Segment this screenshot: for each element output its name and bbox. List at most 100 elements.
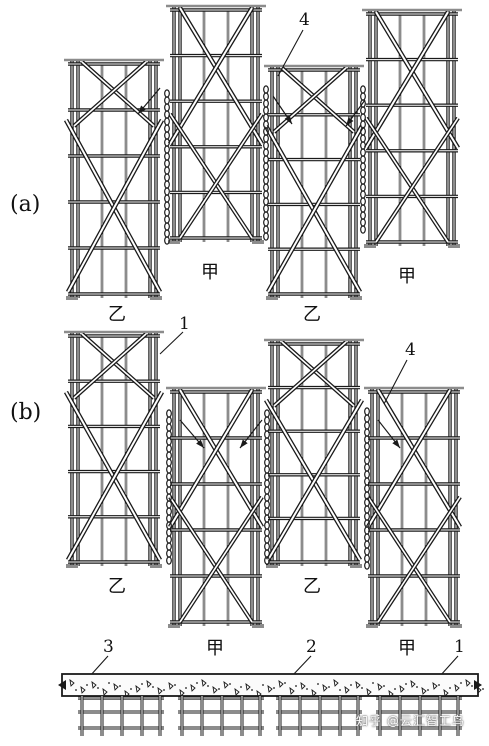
- aggregate-mark: [179, 688, 185, 697]
- chain-a1-link: [164, 166, 170, 175]
- chain-a3-link: [360, 176, 366, 185]
- chain-b1-link: [166, 430, 172, 439]
- watermark: 知乎 @云汇智工鸟: [356, 714, 465, 728]
- aggregate-dot: [196, 682, 198, 684]
- row-label-b: (b): [10, 400, 42, 425]
- chain-a3-link: [360, 92, 366, 101]
- chain-a3-link: [360, 218, 366, 227]
- chain-b2-link: [264, 528, 270, 537]
- chain-a1-link: [164, 187, 170, 196]
- chain-a3-link: [360, 183, 366, 192]
- chain-b1-link: [166, 542, 172, 551]
- chain-b2-link: [264, 542, 270, 551]
- aggregate-dot: [416, 686, 418, 688]
- beam-section: [58, 673, 484, 736]
- chain-a1-link: [164, 159, 170, 168]
- arrow-a2-head: [284, 115, 292, 124]
- chain-a1-link: [164, 173, 170, 182]
- aggregate-dot: [361, 687, 363, 689]
- chain-b1-link: [166, 423, 172, 432]
- aggregate-dot: [438, 684, 440, 686]
- aggregate-mark: [421, 686, 427, 695]
- frame-b3-brace-3-core: [281, 341, 355, 407]
- chain-b2-link: [264, 486, 270, 495]
- chain-b1-link: [166, 549, 172, 558]
- chain-b1-link: [166, 486, 172, 495]
- chain-b3-link: [364, 463, 370, 472]
- aggregate-mark: [454, 683, 460, 692]
- aggregate-dot: [185, 687, 187, 689]
- aggregate-mark: [113, 682, 119, 691]
- chain-b1-link: [166, 409, 172, 418]
- aggregate-mark: [91, 680, 97, 689]
- chain-b2-link: [264, 465, 270, 474]
- chain-a1-link: [164, 194, 170, 203]
- aggregate-mark: [355, 680, 361, 689]
- aggregate-mark: [201, 678, 207, 687]
- aggregate-dot: [383, 685, 385, 687]
- chains-layer: [164, 85, 370, 570]
- chain-b3-link: [364, 512, 370, 521]
- chain-b3-link: [364, 414, 370, 423]
- frame-label-b1: 乙: [108, 576, 126, 597]
- aggregate-dot: [460, 682, 462, 684]
- chain-a2-link: [263, 183, 269, 192]
- frame-b4-brace-2-core: [367, 389, 451, 528]
- chain-a2-link: [263, 169, 269, 178]
- chain-b1-link: [166, 437, 172, 446]
- frame-b2-brace-4-core: [179, 496, 263, 623]
- frame-a1-brace-2-core: [67, 119, 163, 293]
- chain-a2-link: [263, 106, 269, 115]
- chain-a2-link: [263, 197, 269, 206]
- chain-b3-link: [364, 449, 370, 458]
- frame-a4-brace-4-core: [375, 117, 459, 243]
- aggregate-dot: [86, 684, 88, 686]
- chain-b2-link: [264, 500, 270, 509]
- chain-a2-link: [263, 204, 269, 213]
- chain-a2-link: [263, 225, 269, 234]
- aggregate-dot: [152, 686, 154, 688]
- aggregate-dot: [273, 687, 275, 689]
- chain-b3-link: [364, 540, 370, 549]
- chain-b2-link: [264, 409, 270, 418]
- aggregate-mark: [124, 689, 130, 698]
- aggregate-mark: [476, 685, 482, 694]
- chain-b3-link: [364, 470, 370, 479]
- chain-a2-link: [263, 176, 269, 185]
- chain-a2-link: [263, 113, 269, 122]
- aggregate-mark: [366, 687, 372, 696]
- chain-a1-link: [164, 229, 170, 238]
- chain-b3-link: [364, 456, 370, 465]
- aggregate-mark: [212, 685, 218, 694]
- chain-a2-link: [263, 92, 269, 101]
- frame-label-a3: 乙: [303, 304, 321, 325]
- frame-a1-brace-4-core: [73, 61, 147, 127]
- chain-a3-link: [360, 148, 366, 157]
- aggregate-dot: [328, 686, 330, 688]
- chain-a3-link: [360, 106, 366, 115]
- chain-b3: [364, 407, 370, 570]
- callout-4-mid: 4: [405, 340, 416, 360]
- chain-b2-link: [264, 430, 270, 439]
- leader-4-mid: [383, 359, 408, 405]
- aggregate-mark: [223, 680, 229, 689]
- leader-1-mid: [159, 331, 184, 355]
- chain-b2-link: [264, 479, 270, 488]
- aggregate-mark: [157, 686, 163, 695]
- aggregate-mark: [399, 684, 405, 693]
- aggregate-mark: [80, 685, 86, 694]
- aggregate-dot: [130, 688, 132, 690]
- aggregate-mark: [278, 679, 284, 688]
- chain-a3-link: [360, 169, 366, 178]
- chain-b1-link: [166, 451, 172, 460]
- chain-b1-link: [166, 514, 172, 523]
- frame-a3-brace-2-core: [267, 125, 363, 293]
- chain-a1-link: [164, 96, 170, 105]
- chain-b2-link: [264, 472, 270, 481]
- aggregate-mark: [267, 684, 273, 693]
- arrow-b3-head: [392, 439, 400, 448]
- frame-b4-brace-4-core: [377, 496, 461, 623]
- aggregate-mark: [311, 688, 317, 697]
- frame-b3-brace-2-core: [267, 399, 363, 561]
